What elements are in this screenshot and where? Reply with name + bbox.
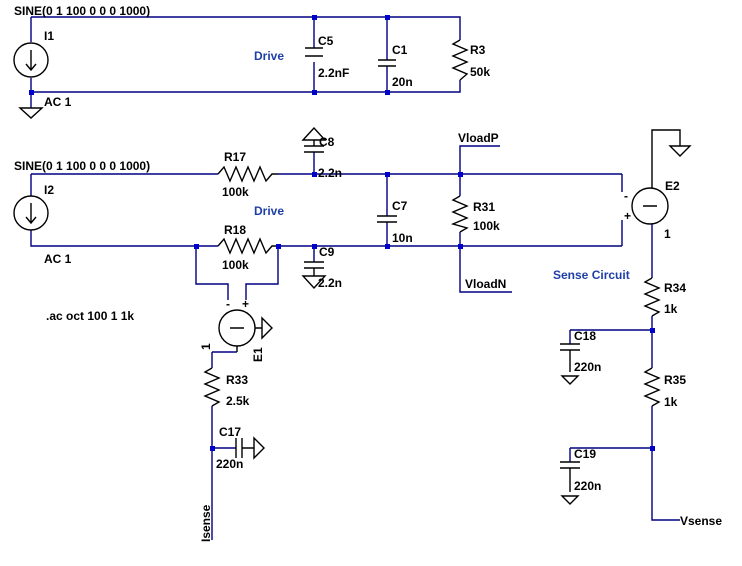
- vsense-label: Vsense: [680, 514, 722, 528]
- c18-name: C18: [574, 329, 596, 343]
- r33-value: 2.5k: [226, 394, 250, 408]
- e2-plus: +: [624, 209, 631, 223]
- r35-name: R35: [664, 373, 686, 387]
- c7-name: C7: [392, 199, 408, 213]
- c19-name: C19: [574, 447, 596, 461]
- r33-name: R33: [226, 373, 248, 387]
- c5-name: C5: [318, 34, 334, 48]
- ground-icon: [301, 126, 327, 146]
- r18-value: 100k: [222, 258, 249, 272]
- c1-name: C1: [392, 43, 408, 57]
- c8-value: 2.2n: [318, 166, 342, 180]
- ac-directive: .ac oct 100 1 1k: [46, 309, 134, 323]
- e2-minus: -: [624, 189, 628, 203]
- r3-name: R3: [470, 43, 486, 57]
- e1-minus: -: [226, 297, 230, 311]
- i2-ac: AC 1: [44, 252, 72, 266]
- c17-value: 220n: [216, 457, 243, 471]
- r3-value: 50k: [470, 65, 490, 79]
- ground-icon: [255, 316, 273, 340]
- bottom-drive-circuit: SINE(0 1 100 0 0 0 1000) I2 AC 1 R17 100…: [13, 126, 692, 542]
- sense-circuit: Sense Circuit R34 1k C18 220n R35 1k C19…: [553, 268, 722, 528]
- i1-symbol: [13, 42, 49, 78]
- i2-name: I2: [44, 183, 54, 197]
- e1-plus: +: [242, 297, 249, 311]
- drive-label-top: Drive: [254, 49, 284, 63]
- i2-value: SINE(0 1 100 0 0 0 1000): [14, 159, 150, 173]
- c18-value: 220n: [574, 360, 601, 374]
- c9-name: C9: [319, 245, 335, 259]
- i1-ac: AC 1: [44, 95, 72, 109]
- r17-value: 100k: [222, 185, 249, 199]
- top-drive-circuit: SINE(0 1 100 0 0 0 1000) I1 AC 1 Drive C…: [13, 4, 490, 119]
- e2-symbol: [631, 187, 669, 225]
- i1-name: I1: [44, 29, 54, 43]
- c1-value: 20n: [392, 75, 413, 89]
- sense-circuit-label: Sense Circuit: [553, 268, 630, 282]
- c8-name: C8: [319, 135, 335, 149]
- drive-label-bottom: Drive: [254, 204, 284, 218]
- r34-value: 1k: [664, 302, 678, 316]
- e2-name: E2: [665, 179, 680, 193]
- i1-value: SINE(0 1 100 0 0 0 1000): [14, 4, 150, 18]
- e2-pin: 1: [664, 227, 671, 241]
- isense-label: Isense: [199, 504, 213, 542]
- c17-name: C17: [219, 425, 241, 439]
- c9-value: 2.2n: [318, 276, 342, 290]
- vloadn-label: VloadN: [465, 277, 506, 291]
- r34-name: R34: [664, 281, 686, 295]
- r31-value: 100k: [473, 219, 500, 233]
- r31-name: R31: [473, 200, 495, 214]
- i2-symbol: [13, 195, 49, 231]
- r18-name: R18: [224, 223, 246, 237]
- e1-pin: 1: [199, 343, 213, 350]
- r35-value: 1k: [664, 395, 678, 409]
- ground-icon: [301, 268, 327, 290]
- c7-value: 10n: [392, 231, 413, 245]
- c19-value: 220n: [574, 479, 601, 493]
- c5-value: 2.2nF: [318, 66, 349, 80]
- vloadp-label: VloadP: [458, 131, 499, 145]
- ground-icon: [668, 145, 692, 157]
- ground-icon: [18, 107, 44, 119]
- e1-name: E1: [251, 347, 265, 362]
- r17-name: R17: [224, 150, 246, 164]
